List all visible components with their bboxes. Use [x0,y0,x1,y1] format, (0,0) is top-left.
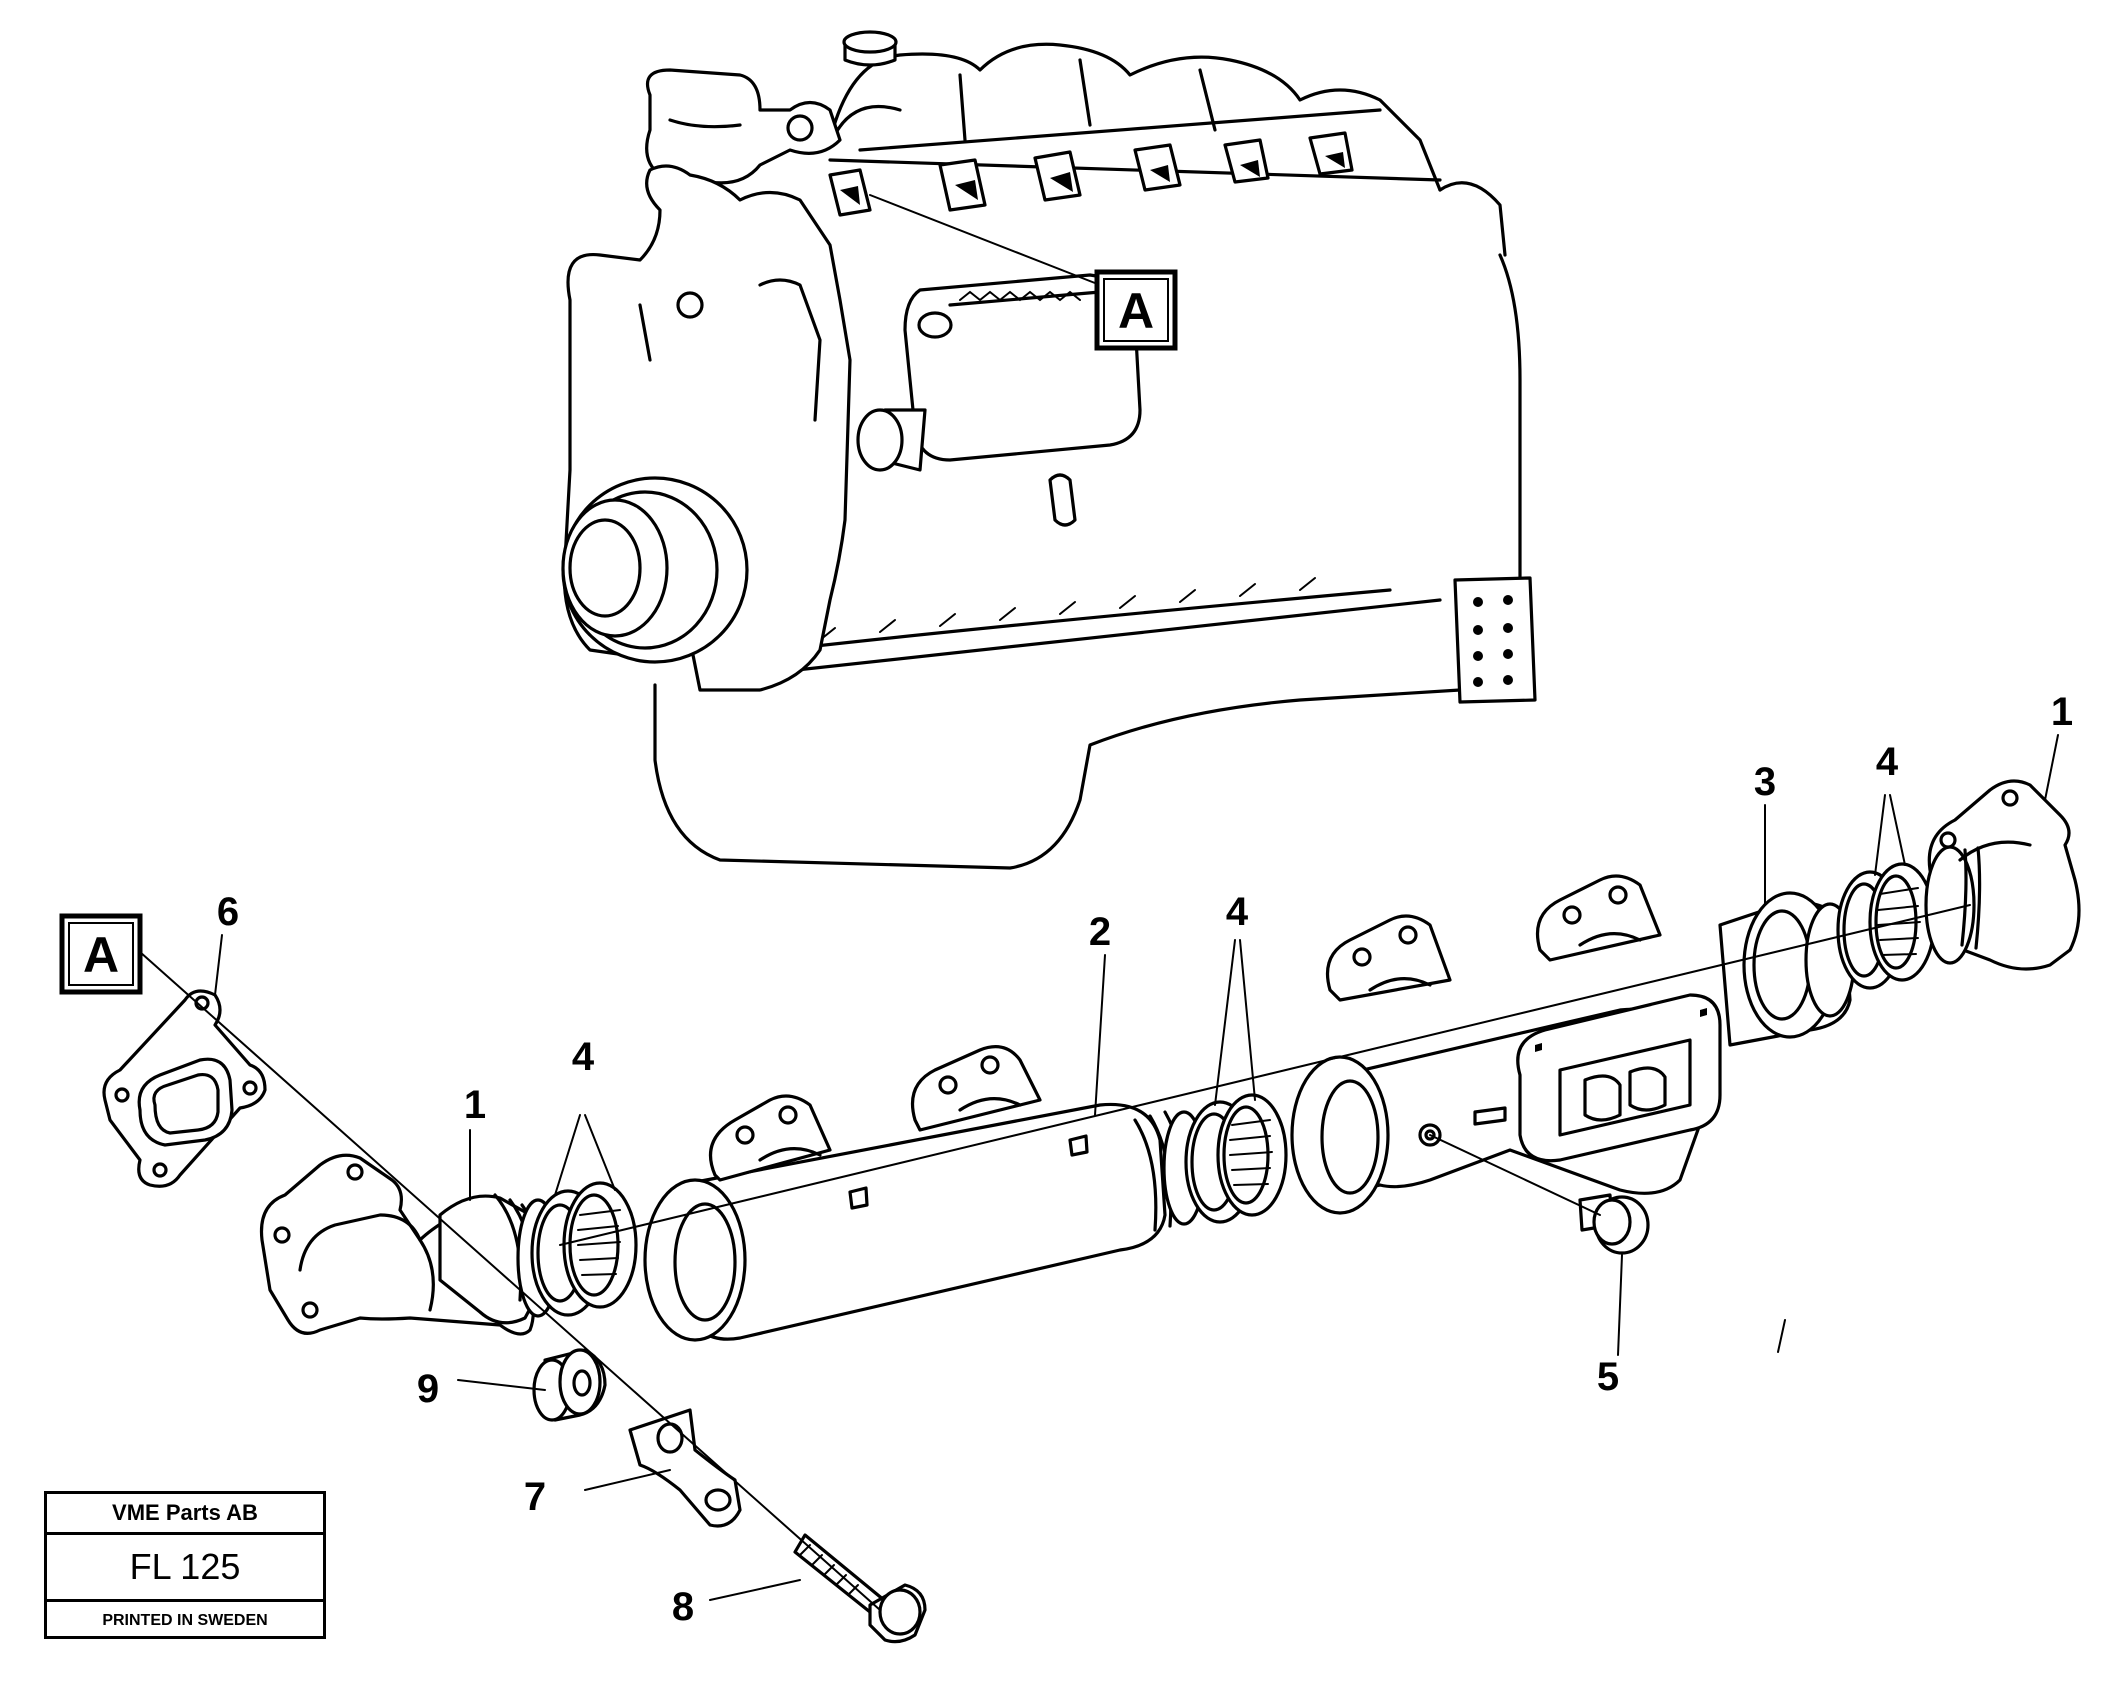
part-5-plug [1578,1193,1650,1255]
callout-labels: 1 1 2 3 4 4 4 5 6 7 8 9 [217,690,2073,1629]
title-block-model: FL 125 [47,1535,323,1602]
callout-2: 2 [1089,910,1111,954]
leader-lines [214,734,2059,1601]
callout-4-middle: 4 [1226,890,1249,934]
detail-marker-a-parts: A [59,913,143,995]
callout-4-right: 4 [1876,740,1899,784]
detail-marker-a-engine-label: A [1118,283,1154,339]
part-6-gasket [102,989,267,1188]
callout-8: 8 [672,1585,694,1629]
detail-marker-a-parts-label: A [83,927,119,983]
callout-1-left: 1 [464,1083,486,1127]
title-block: VME Parts AB FL 125 PRINTED IN SWEDEN [44,1491,326,1639]
assembly-axis-line [559,904,1971,1246]
part-manifold-middle [1290,874,1722,1215]
part-2-manifold-front [643,1045,1206,1342]
callout-7: 7 [524,1475,546,1519]
detail-marker-a-engine: A [1094,269,1178,351]
title-block-company: VME Parts AB [47,1494,323,1535]
callout-9: 9 [417,1367,439,1411]
callout-1-right: 1 [2051,690,2073,734]
part-9-spacer [532,1348,607,1422]
callout-3: 3 [1754,760,1776,804]
plug-axis-line [1429,1134,1601,1216]
part-4-seal-rings-middle [1184,1093,1288,1224]
title-block-printed: PRINTED IN SWEDEN [102,1612,268,1629]
callout-6: 6 [217,890,239,934]
part-7-bracket [628,1408,742,1528]
part-4-seal-rings-left [530,1181,638,1317]
bolt-axis-line [139,951,881,1611]
part-3-manifold-rear [1718,891,1856,1047]
part-1-elbow-left [259,1153,560,1336]
engine-illustration [561,30,1537,870]
part-1-elbow-right [1924,779,2081,971]
callout-4-left: 4 [572,1035,595,1079]
callout-5: 5 [1597,1355,1619,1399]
